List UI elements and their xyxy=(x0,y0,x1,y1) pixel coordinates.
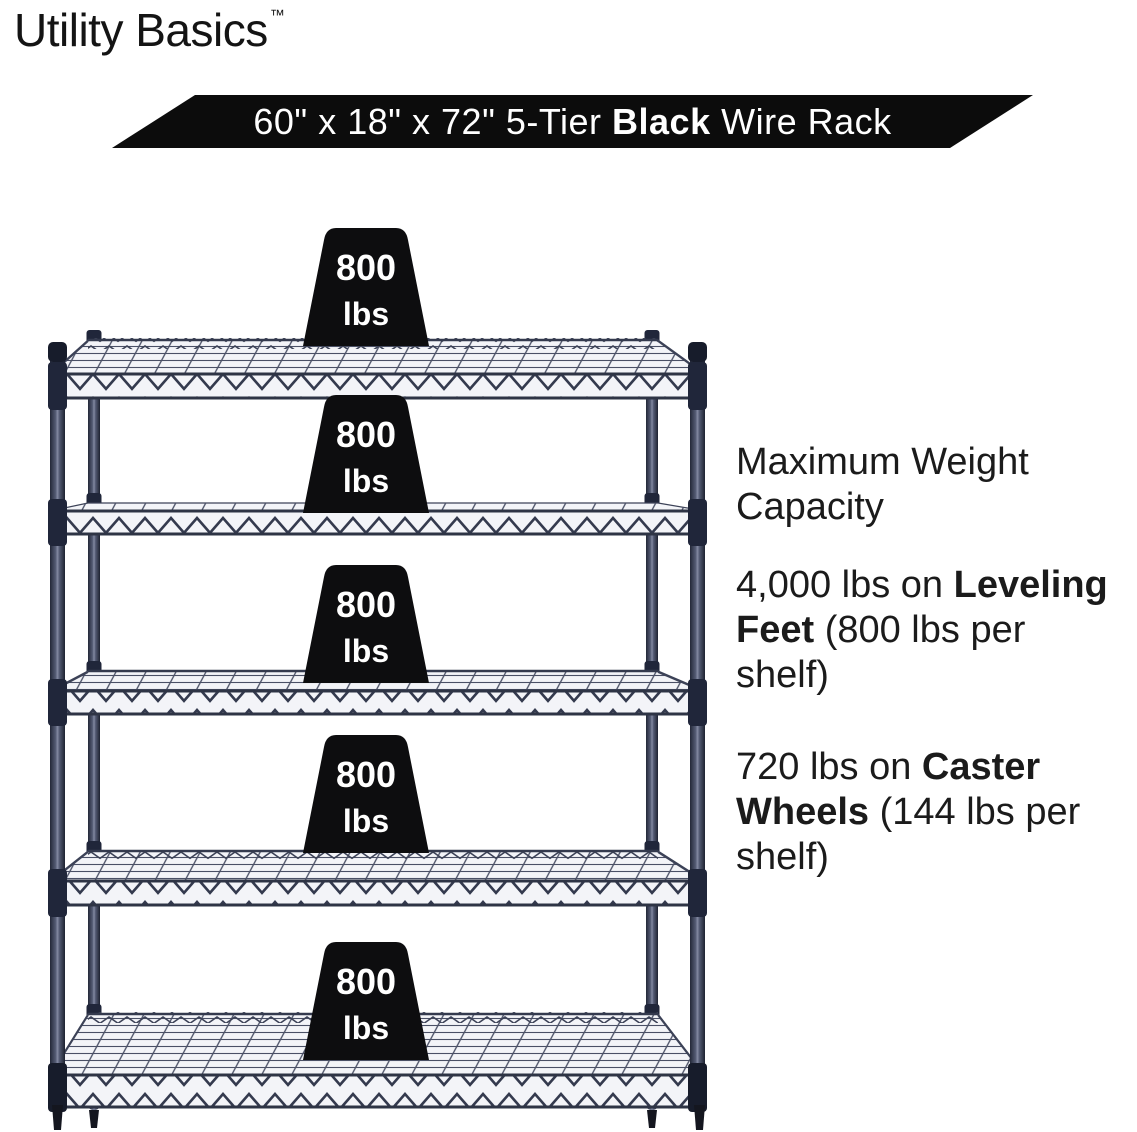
weight-marker-shelf-5: 800 lbs xyxy=(303,942,429,1060)
specs-heading-line2: Capacity xyxy=(736,486,884,528)
trademark-symbol: ™ xyxy=(269,7,285,24)
banner-text-prefix: 60" x 18" x 72" 5-Tier xyxy=(253,100,613,142)
spec-text: shelf) xyxy=(736,836,829,878)
weight-trapezoid xyxy=(303,942,429,1060)
spec-bold: Feet xyxy=(736,609,815,651)
banner-text-highlight: Black xyxy=(612,100,711,142)
shelf-4 xyxy=(48,849,708,907)
shelf-1 xyxy=(48,338,707,400)
weight-value: 800 xyxy=(336,754,396,795)
weight-value: 800 xyxy=(336,961,396,1002)
weight-unit: lbs xyxy=(343,633,389,669)
spec-text: (800 lbs per xyxy=(814,609,1026,651)
weight-marker-shelf-3: 800 lbs xyxy=(303,565,429,683)
weight-marker-shelf-1: 800 lbs xyxy=(303,228,429,346)
weight-trapezoid xyxy=(303,395,429,513)
spec-bold: Leveling xyxy=(953,564,1108,606)
weight-value: 800 xyxy=(336,584,396,625)
spec-text: 720 lbs on xyxy=(736,746,922,788)
leveling-foot-right xyxy=(694,1105,705,1130)
spec-text: 4,000 lbs on xyxy=(736,564,954,606)
weight-trapezoid xyxy=(303,735,429,853)
leveling-foot-left xyxy=(52,1105,63,1130)
specs-heading-line1: Maximum Weight xyxy=(736,441,1029,483)
spec-bold: Caster xyxy=(921,746,1041,788)
weight-unit: lbs xyxy=(343,463,389,499)
brand-name: Utility Basics xyxy=(14,4,268,56)
weight-marker-shelf-4: 800 lbs xyxy=(303,735,429,853)
wire-rack-image xyxy=(48,330,708,1130)
weight-unit: lbs xyxy=(343,803,389,839)
spec-text: shelf) xyxy=(736,654,829,696)
weight-value: 800 xyxy=(336,247,396,288)
product-title-banner: 60" x 18" x 72" 5-Tier Black Wire Rack xyxy=(112,95,1033,148)
weight-unit: lbs xyxy=(343,1010,389,1046)
banner-text-suffix: Wire Rack xyxy=(710,100,892,142)
weight-trapezoid xyxy=(303,228,429,346)
spec-text: (144 lbs per xyxy=(869,791,1081,833)
front-posts xyxy=(48,342,707,1130)
weight-value: 800 xyxy=(336,414,396,455)
weight-marker-shelf-2: 800 lbs xyxy=(303,395,429,513)
spec-bold: Wheels xyxy=(736,791,870,833)
weight-trapezoid xyxy=(303,565,429,683)
weight-unit: lbs xyxy=(343,296,389,332)
